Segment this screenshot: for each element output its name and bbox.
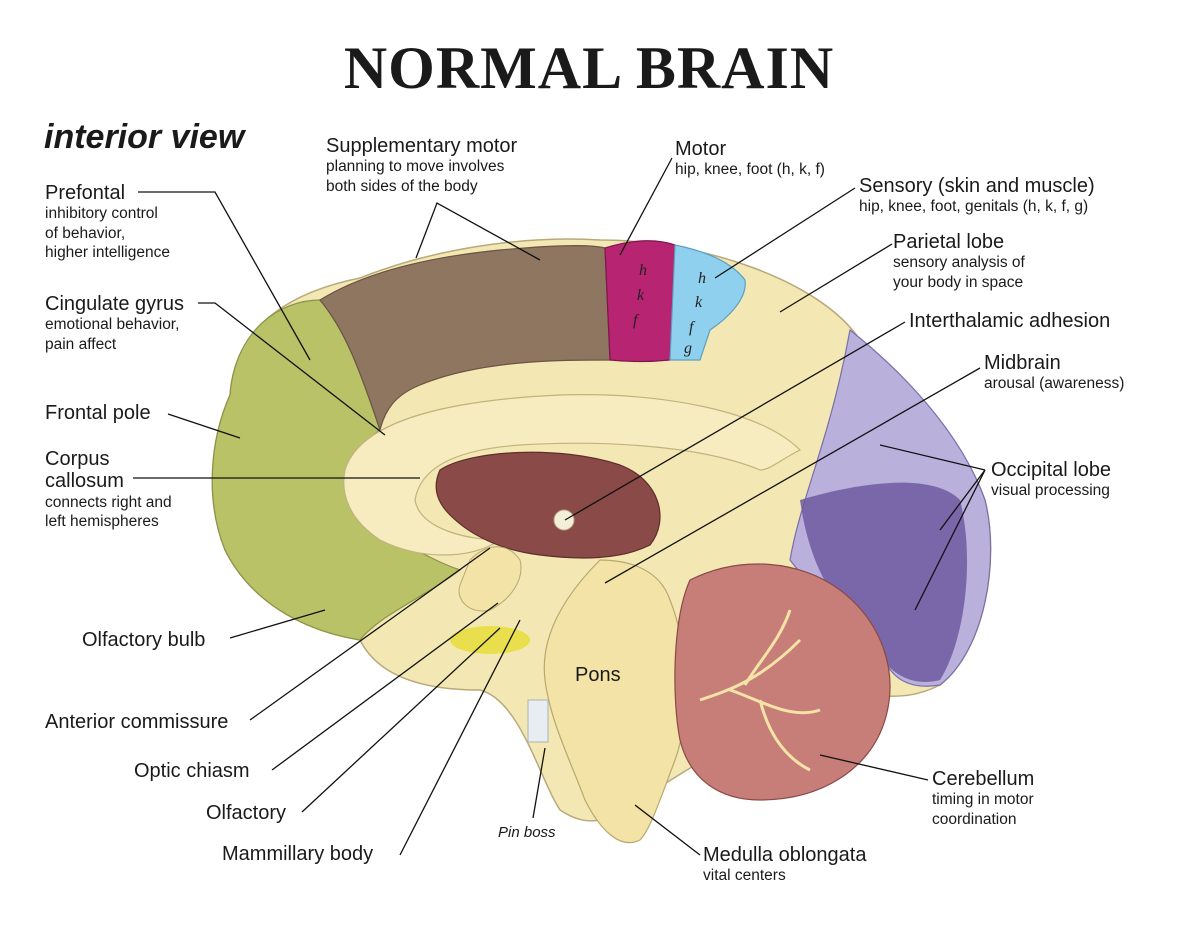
page-title: NORMAL BRAIN (343, 35, 835, 101)
label-title: Motor (675, 138, 727, 160)
label-title: Optic chiasm (134, 760, 250, 782)
label-interthalamic-adhesion: Interthalamic adhesion (909, 310, 1110, 332)
leader-lines (133, 157, 986, 856)
label-corpus-callosum: Corpus callosum connects right and left … (45, 448, 172, 532)
optic-region (458, 546, 522, 612)
label-desc: sensory analysis of (893, 254, 1025, 272)
label-sensory: Sensory (skin and muscle) hip, knee, foo… (859, 175, 1095, 217)
sensory-letter: g (684, 340, 692, 357)
label-midbrain: Midbrain arousal (awareness) (984, 352, 1124, 394)
label-title: Cerebellum (932, 768, 1035, 790)
sensory-letter: h (698, 270, 706, 287)
label-prefontal: Prefontal inhibitory control of behavior… (45, 182, 170, 263)
supplementary-motor-region (319, 244, 611, 433)
sensory-region (669, 244, 746, 361)
label-desc: planning to move involves (326, 158, 505, 176)
label-anterior-commissure: Anterior commissure (45, 711, 228, 733)
motor-letter: f (633, 312, 638, 329)
label-parietal-lobe: Parietal lobe sensory analysis of your b… (893, 231, 1025, 292)
interthalamic-adhesion-shape (553, 509, 575, 531)
label-desc: vital centers (703, 867, 786, 885)
corpus-callosum-shape (343, 394, 802, 556)
thalamus-shape (435, 451, 661, 559)
label-olfactory-bulb: Olfactory bulb (82, 629, 205, 651)
label-title: Medulla oblongata (703, 844, 867, 866)
olfactory-yellow (450, 626, 530, 654)
label-title: Olfactory bulb (82, 629, 206, 651)
label-title: Frontal pole (45, 402, 151, 424)
label-desc: left hemispheres (45, 513, 159, 531)
label-pons: Pons (575, 664, 621, 686)
sensory-letter: f (689, 319, 694, 336)
label-desc: hip, knee, foot (h, k, f) (675, 161, 825, 179)
label-title: Parietal lobe (893, 231, 1005, 253)
label-desc: emotional behavior, (45, 316, 180, 334)
label-cingulate: Cingulate gyrus emotional behavior, pain… (45, 293, 184, 354)
label-pin-boss: Pin boss (498, 824, 556, 841)
label-desc: your body in space (893, 273, 1024, 291)
label-desc: higher intelligence (45, 244, 170, 262)
label-desc: coordination (932, 810, 1017, 828)
label-title: Cingulate gyrus (45, 293, 184, 315)
sensory-letter: k (695, 294, 703, 311)
label-title: Olfactory (206, 802, 287, 824)
label-desc: both sides of the body (326, 177, 478, 195)
label-occipital-lobe: Occipital lobe visual processing (991, 459, 1111, 501)
label-frontal-pole: Frontal pole (45, 402, 151, 424)
label-mammillary-body: Mammillary body (222, 843, 373, 865)
label-title: Occipital lobe (991, 459, 1112, 481)
label-title: Anterior commissure (45, 711, 229, 733)
label-title: Prefontal (45, 182, 126, 204)
label-desc: inhibitory control (45, 205, 158, 223)
label-desc: connects right and (45, 493, 172, 511)
motor-letter: h (639, 262, 647, 279)
brainstem-shape (543, 559, 687, 844)
label-medulla-oblongata: Medulla oblongata vital centers (703, 844, 866, 886)
pin-boss-shape (527, 699, 549, 743)
label-desc: pain affect (45, 335, 117, 353)
label-desc: timing in motor (932, 791, 1034, 809)
label-motor: Motor hip, knee, foot (h, k, f) (675, 138, 825, 180)
label-title: callosum (45, 470, 124, 493)
label-supplementary-motor: Supplementary motor planning to move inv… (326, 135, 517, 196)
occipital-dark-region (800, 482, 968, 682)
label-olfactory: Olfactory (206, 802, 286, 824)
label-title: Interthalamic adhesion (909, 310, 1111, 332)
label-title: Mammillary body (222, 843, 374, 865)
label-desc: visual processing (991, 482, 1110, 500)
label-desc: arousal (awareness) (984, 375, 1125, 393)
label-title: Corpus (45, 448, 110, 470)
label-title: Sensory (skin and muscle) (859, 175, 1095, 197)
arbor-vitae (699, 609, 821, 772)
label-desc: of behavior, (45, 224, 126, 242)
label-title: Midbrain (984, 352, 1061, 374)
label-desc: hip, knee, foot, genitals (h, k, f, g) (859, 198, 1089, 216)
cerebellum-shape (674, 563, 891, 801)
label-title: Supplementary motor (326, 135, 518, 157)
motor-letter: k (637, 287, 645, 304)
label-cerebellum: Cerebellum timing in motor coordination (932, 768, 1034, 829)
page-subtitle: interior view (44, 118, 245, 156)
label-optic-chiasm: Optic chiasm (134, 760, 250, 782)
